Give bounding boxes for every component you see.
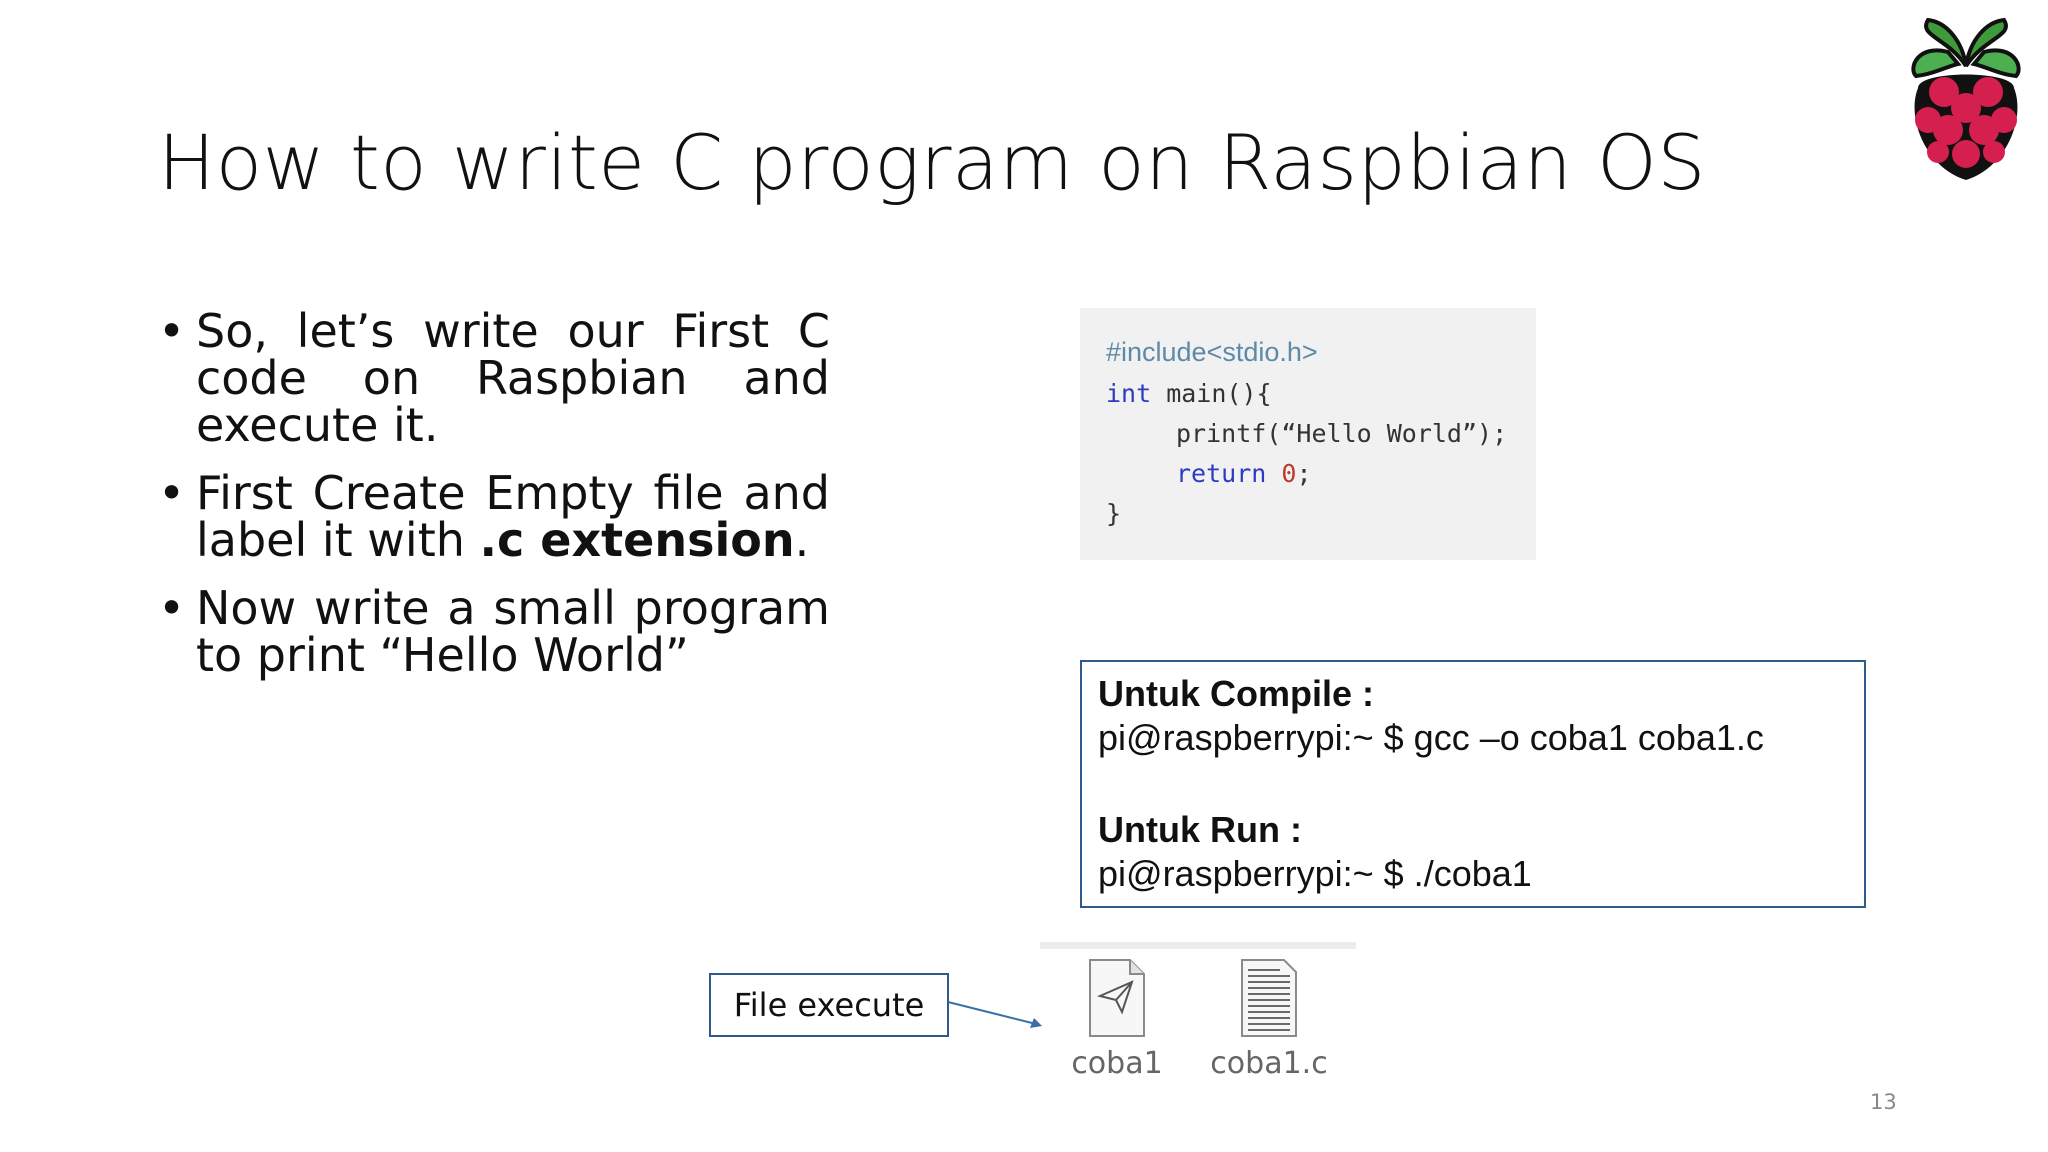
bullet-list: So, let’s write our First C code on Rasp… (158, 308, 830, 700)
page-number: 13 (1870, 1090, 1897, 1114)
file-name: coba1.c (1210, 1046, 1328, 1081)
compile-label: Untuk Compile : (1098, 673, 1374, 714)
file-browser-strip (1040, 942, 1356, 949)
file-item-coba1[interactable]: coba1 (1052, 958, 1182, 1081)
code-line: return 0; (1176, 459, 1312, 488)
compile-command: pi@raspberrypi:~ $ gcc –o coba1 coba1.c (1098, 717, 1764, 758)
raspberry-pi-logo-icon (1911, 18, 2021, 180)
callout-arrow-icon (947, 1001, 1042, 1028)
code-snippet-panel: #include<stdio.h> int main(){ printf(“He… (1080, 308, 1536, 560)
code-line: printf(“Hello World”); (1176, 419, 1508, 448)
run-label: Untuk Run : (1098, 809, 1302, 850)
code-line: int main(){ (1106, 379, 1272, 408)
command-box: Untuk Compile : pi@raspberrypi:~ $ gcc –… (1080, 660, 1866, 908)
bullet-item: So, let’s write our First C code on Rasp… (158, 308, 830, 449)
file-name: coba1 (1071, 1046, 1163, 1081)
bullet-item: Now write a small program to print “Hell… (158, 585, 830, 679)
code-line: } (1106, 499, 1122, 528)
code-line: #include<stdio.h> (1106, 337, 1318, 367)
file-item-coba1-c[interactable]: coba1.c (1204, 958, 1334, 1081)
bullet-item: First Create Empty file and label it wit… (158, 470, 830, 564)
slide-title: How to write C program on Raspbian OS (158, 118, 1706, 207)
text-file-icon (1241, 959, 1297, 1037)
run-command: pi@raspberrypi:~ $ ./coba1 (1098, 853, 1532, 894)
executable-file-icon (1089, 959, 1145, 1037)
file-execute-callout: File execute (709, 973, 949, 1037)
